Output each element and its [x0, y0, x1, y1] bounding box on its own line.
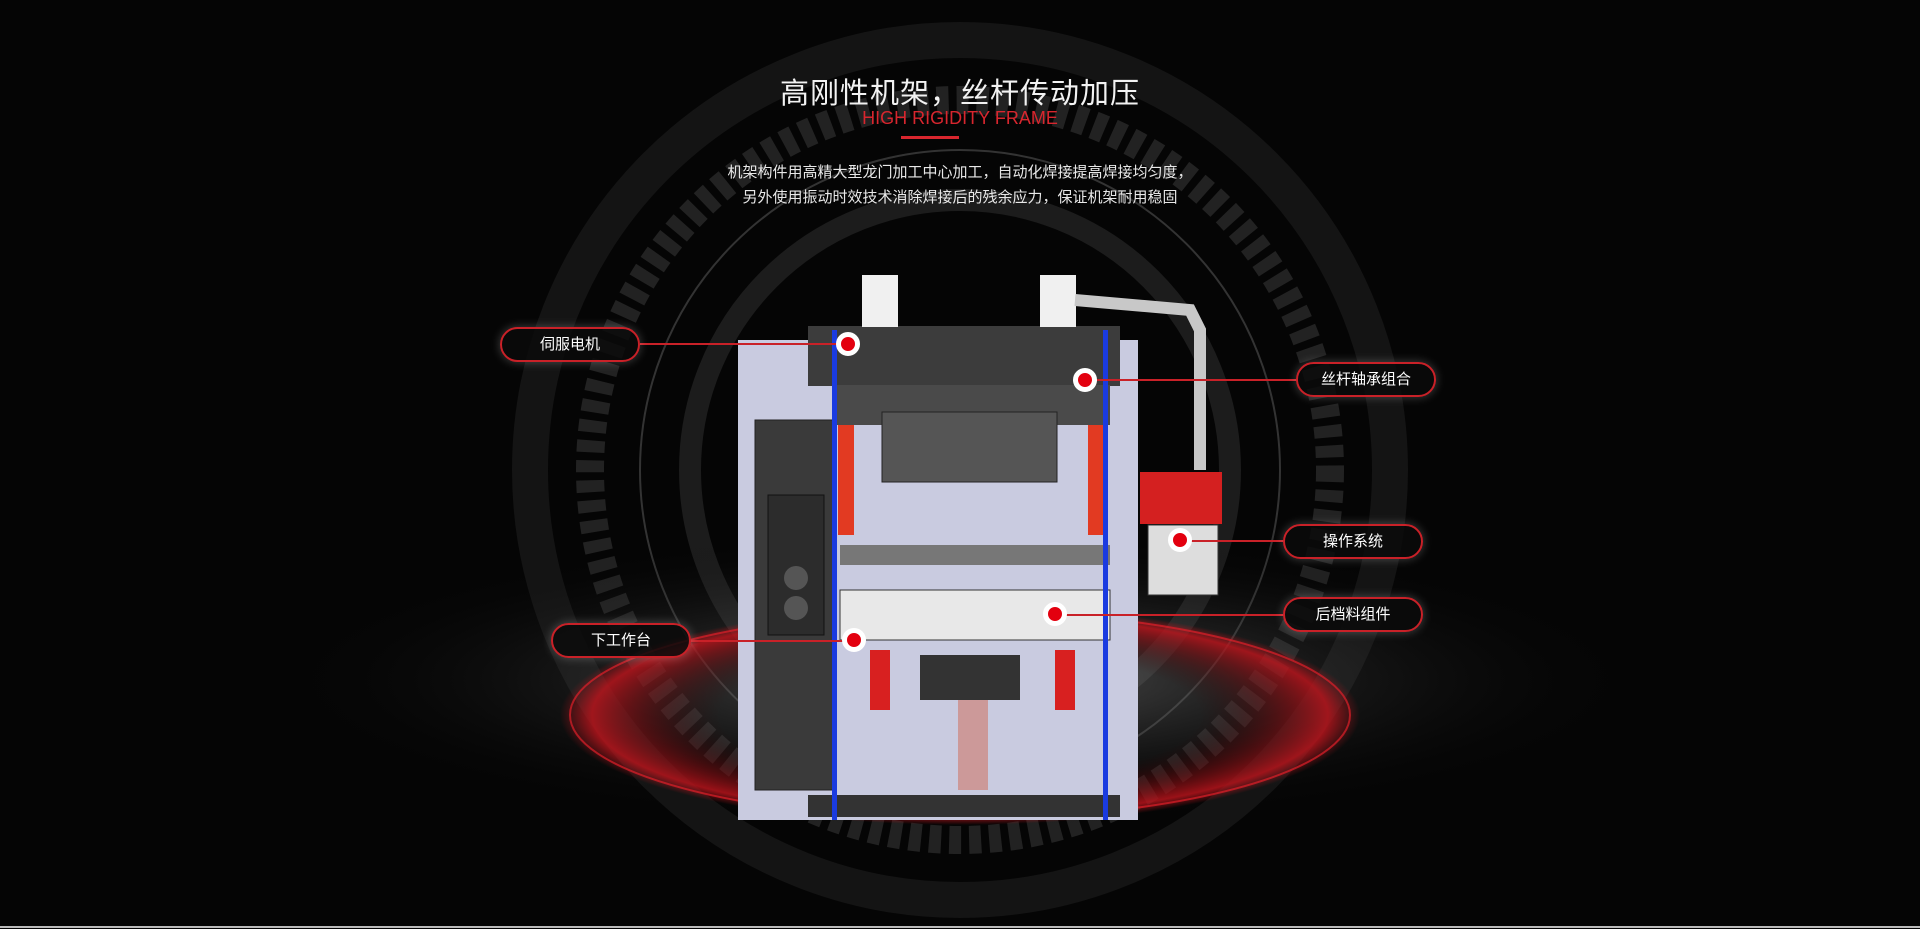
page-title: 高刚性机架，丝杆传动加压: [779, 76, 1140, 110]
callout-servo-motor[interactable]: 伺服电机: [500, 327, 640, 362]
description-line: 另外使用振动时效技术消除焊接后的残余应力，保证机架耐用稳固: [742, 188, 1178, 206]
callout-lower-table[interactable]: 下工作台: [551, 623, 691, 658]
callout-line: [640, 343, 850, 345]
hotspot-dot[interactable]: [1073, 368, 1097, 392]
callout-line: [1085, 379, 1297, 381]
description: 机架构件用高精大型龙门加工中心加工，自动化焊接提高焊接均匀度， 另外使用振动时效…: [0, 160, 1920, 210]
callout-screw-bearing[interactable]: 丝杆轴承组合: [1296, 362, 1436, 397]
callout-line: [1180, 540, 1284, 542]
callout-backgauge[interactable]: 后档料组件: [1283, 597, 1423, 632]
page-subtitle: HIGH RIGIDITY FRAME: [862, 108, 1058, 128]
title-divider: [901, 136, 959, 139]
callout-line: [690, 640, 855, 642]
hotspot-dot[interactable]: [1043, 602, 1067, 626]
hotspot-dot[interactable]: [836, 332, 860, 356]
hotspot-dot[interactable]: [842, 628, 866, 652]
hotspot-dot[interactable]: [1168, 528, 1192, 552]
callout-operation-system[interactable]: 操作系统: [1283, 524, 1423, 559]
callout-line: [1055, 614, 1284, 616]
description-line: 机架构件用高精大型龙门加工中心加工，自动化焊接提高焊接均匀度，: [727, 163, 1193, 181]
press-brake-machine: [738, 275, 1222, 820]
